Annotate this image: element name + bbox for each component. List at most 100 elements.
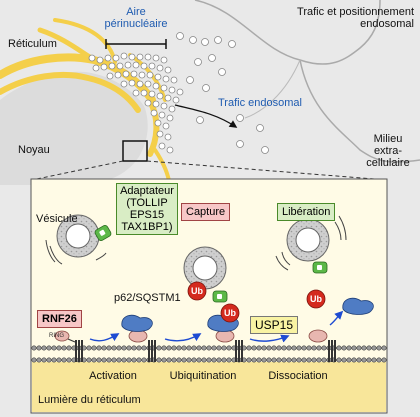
reticulum-inner bbox=[0, 71, 141, 113]
lipid-head bbox=[346, 357, 352, 363]
vesicle-3 bbox=[275, 215, 347, 271]
ub-label-2: Ub bbox=[224, 308, 236, 318]
lipid-head bbox=[306, 345, 312, 351]
lipid-head bbox=[106, 345, 112, 351]
lipid-head bbox=[176, 357, 182, 363]
lipid-head bbox=[156, 345, 162, 351]
liberation-label: Libération bbox=[277, 203, 336, 221]
lipid-head bbox=[356, 357, 362, 363]
lipid-head bbox=[186, 345, 192, 351]
lipid-head bbox=[286, 357, 292, 363]
capture-label: Capture bbox=[181, 203, 231, 221]
lipid-head bbox=[256, 345, 262, 351]
lipid-head bbox=[211, 357, 217, 363]
lipid-head bbox=[196, 357, 202, 363]
lipid-head bbox=[51, 345, 57, 351]
lipid-head bbox=[61, 357, 67, 363]
lipid-head bbox=[296, 345, 302, 351]
ub-label-3: Ub bbox=[310, 294, 322, 304]
lipid-head bbox=[171, 345, 177, 351]
ubiquitination-label: Ubiquitination bbox=[169, 370, 237, 382]
activation-arrow bbox=[89, 333, 120, 342]
extracellular-label-2: extra- bbox=[373, 145, 403, 157]
lipid-head bbox=[276, 357, 282, 363]
lipid-head bbox=[66, 357, 72, 363]
lipid-head bbox=[376, 357, 382, 363]
lipid-head bbox=[271, 345, 277, 351]
zoom-connector bbox=[31, 160, 388, 181]
lipid-head bbox=[381, 345, 387, 351]
lipid-head bbox=[141, 357, 147, 363]
lipid-head bbox=[271, 357, 277, 363]
reticulum-tubule-2 bbox=[53, 18, 117, 64]
lipid-head bbox=[166, 345, 172, 351]
lipid-head bbox=[121, 357, 127, 363]
lipid-head bbox=[181, 357, 187, 363]
vesicle-2 bbox=[183, 246, 227, 290]
extracellular-label-1: Milieu bbox=[373, 133, 403, 145]
lipid-head bbox=[101, 345, 107, 351]
lipid-head bbox=[286, 345, 292, 351]
lipid-head bbox=[206, 357, 212, 363]
rnf26-protein-4 bbox=[308, 329, 336, 362]
lipid-head bbox=[336, 357, 342, 363]
lipid-head bbox=[251, 345, 257, 351]
lipid-head bbox=[96, 357, 102, 363]
lipid-head bbox=[356, 345, 362, 351]
lipid-head bbox=[186, 357, 192, 363]
lipid-head bbox=[66, 345, 72, 351]
lipid-head bbox=[91, 357, 97, 363]
lipid-head bbox=[371, 345, 377, 351]
lipid-head bbox=[221, 345, 227, 351]
lipid-head bbox=[31, 345, 37, 351]
lipid-head bbox=[141, 345, 147, 351]
lipid-head bbox=[86, 345, 92, 351]
lipid-head bbox=[191, 357, 197, 363]
lipid-head bbox=[131, 357, 137, 363]
trafic-positionnement-label-2: endosomal bbox=[360, 18, 414, 30]
lipid-head bbox=[226, 345, 232, 351]
ring-label: RING bbox=[49, 333, 64, 339]
lipid-head bbox=[201, 345, 207, 351]
lipid-head bbox=[61, 345, 67, 351]
lipid-head bbox=[36, 357, 42, 363]
lipid-head bbox=[181, 345, 187, 351]
lipid-head bbox=[136, 357, 142, 363]
adapter-3 bbox=[312, 261, 328, 274]
lipid-head bbox=[131, 345, 137, 351]
reticulum-lumen-label: Lumière du réticulum bbox=[38, 394, 141, 406]
lipid-head bbox=[156, 357, 162, 363]
perinuclear-label-1: Aire bbox=[126, 6, 146, 18]
adapter-1 bbox=[94, 225, 112, 241]
lipid-head bbox=[101, 357, 107, 363]
lipid-head bbox=[56, 357, 62, 363]
lipid-head bbox=[321, 357, 327, 363]
lipid-head bbox=[201, 357, 207, 363]
ub-label-1: Ub bbox=[191, 286, 203, 296]
lipid-head bbox=[301, 357, 307, 363]
lipid-head bbox=[316, 345, 322, 351]
lipid-head bbox=[376, 345, 382, 351]
zoom-box bbox=[122, 140, 148, 162]
lipid-head bbox=[31, 357, 37, 363]
vesicle-label: Vésicule bbox=[36, 213, 78, 225]
lipid-head bbox=[86, 357, 92, 363]
perinuclear-label-2: périnucléaire bbox=[104, 18, 168, 30]
lipid-head bbox=[46, 345, 52, 351]
p62-protein-1 bbox=[121, 314, 153, 332]
adapter-2 bbox=[212, 290, 228, 303]
adapter-label-4: TAX1BP1) bbox=[121, 221, 173, 233]
ubiquitin-1 bbox=[187, 281, 207, 301]
lipid-head bbox=[266, 345, 272, 351]
lipid-head bbox=[41, 357, 47, 363]
lipid-head bbox=[261, 357, 267, 363]
adapter-label-3: EPS15 bbox=[129, 209, 165, 221]
adapter-label-1: Adaptateur bbox=[120, 185, 174, 197]
p62-protein-3 bbox=[342, 297, 374, 315]
endosome-cluster bbox=[88, 32, 269, 154]
nucleus-shape bbox=[0, 71, 148, 185]
lipid-head bbox=[216, 345, 222, 351]
lipid-head bbox=[106, 357, 112, 363]
